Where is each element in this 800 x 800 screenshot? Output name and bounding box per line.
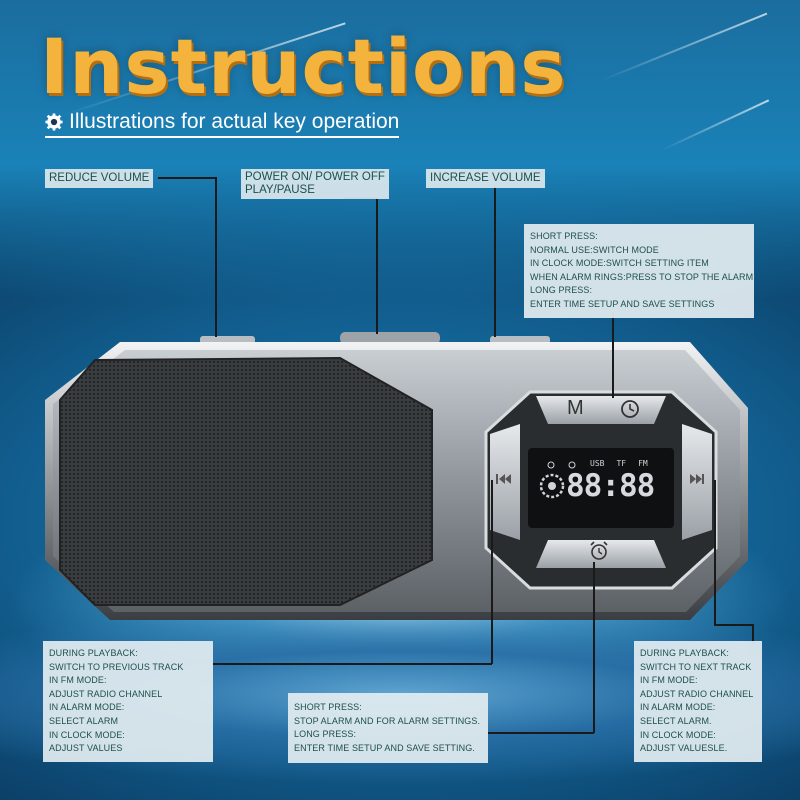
description-line: ENTER TIME SETUP AND SAVE SETTINGS bbox=[530, 298, 715, 309]
display-digits: 88:88 bbox=[566, 468, 655, 504]
power-label: POWER ON/ POWER OFF PLAY/PAUSE bbox=[241, 169, 389, 199]
description-line: DURING PLAYBACK: bbox=[640, 648, 729, 658]
power-label-line2: PLAY/PAUSE bbox=[245, 184, 315, 196]
leader-line bbox=[376, 197, 378, 334]
mode-key-label: M bbox=[567, 397, 584, 419]
description-line: LONG PRESS: bbox=[294, 729, 357, 740]
description-line: STOP ALARM AND FOR ALARM SETTINGS. bbox=[294, 715, 481, 726]
description-line: IN CLOCK MODE:SWITCH SETTING ITEM bbox=[530, 258, 709, 269]
next-track-icon bbox=[690, 474, 704, 484]
description-line: ENTER TIME SETUP AND SAVE SETTING. bbox=[294, 742, 475, 753]
page-subtitle: Illustrations for actual key operation bbox=[45, 110, 400, 138]
reduce-volume-label: REDUCE VOLUME bbox=[45, 169, 154, 188]
previous-track-icon bbox=[496, 474, 511, 484]
leader-line bbox=[593, 562, 595, 733]
alarm-clock-icon bbox=[590, 541, 608, 560]
description-line: SELECT ALARM bbox=[49, 715, 119, 726]
description-line: ADJUST RADIO CHANNEL bbox=[640, 688, 754, 699]
display-small-icons bbox=[547, 461, 576, 469]
power-button[interactable] bbox=[340, 332, 440, 344]
leader-line bbox=[714, 624, 752, 626]
description-line: SHORT PRESS: bbox=[294, 702, 362, 712]
leader-line bbox=[612, 312, 614, 398]
description-line: IN FM MODE: bbox=[640, 675, 698, 686]
alarm-button-description: SHORT PRESS: STOP ALARM AND FOR ALARM SE… bbox=[288, 693, 488, 764]
leader-line bbox=[488, 732, 594, 734]
description-line: IN CLOCK MODE: bbox=[49, 729, 125, 740]
description-line: SELECT ALARM. bbox=[640, 715, 712, 726]
description-line: IN ALARM MODE: bbox=[49, 702, 125, 713]
description-line: ADJUST VALUES bbox=[49, 743, 123, 754]
description-line: IN CLOCK MODE: bbox=[640, 729, 716, 740]
page-title: Instructions bbox=[40, 22, 567, 111]
clock-icon bbox=[621, 400, 639, 418]
description-line: NORMAL USE:SWITCH MODE bbox=[530, 244, 659, 255]
mode-button-description: SHORT PRESS: NORMAL USE:SWITCH MODE IN C… bbox=[524, 224, 754, 318]
mode-button[interactable] bbox=[536, 396, 666, 424]
description-line: IN ALARM MODE: bbox=[640, 702, 716, 713]
leader-line bbox=[491, 480, 493, 664]
description-line: WHEN ALARM RINGS:PRESS TO STOP THE ALARM bbox=[530, 271, 754, 282]
increase-volume-label: INCREASE VOLUME bbox=[426, 169, 545, 188]
leader-line bbox=[158, 177, 216, 179]
description-line: IN FM MODE: bbox=[49, 675, 107, 686]
lcd-display bbox=[528, 448, 674, 528]
display-segment-ring bbox=[539, 473, 565, 499]
description-line: DURING PLAYBACK: bbox=[49, 648, 138, 658]
description-line: SWITCH TO PREVIOUS TRACK bbox=[49, 661, 184, 672]
previous-button-description: DURING PLAYBACK: SWITCH TO PREVIOUS TRAC… bbox=[43, 641, 213, 762]
leader-line bbox=[215, 177, 217, 337]
description-line: SHORT PRESS: bbox=[530, 231, 598, 241]
usb-indicator: USB bbox=[590, 459, 605, 468]
leader-line bbox=[752, 624, 754, 644]
gear-icon bbox=[45, 113, 63, 131]
leader-line bbox=[494, 186, 496, 337]
next-button-description: DURING PLAYBACK: SWITCH TO NEXT TRACK IN… bbox=[634, 641, 762, 762]
leader-line bbox=[714, 480, 716, 625]
leader-line bbox=[212, 663, 492, 665]
description-line: ADJUST RADIO CHANNEL bbox=[49, 688, 163, 699]
display-indicators: USB TF FM bbox=[590, 459, 648, 468]
description-line: LONG PRESS: bbox=[530, 285, 593, 296]
subtitle-text: Illustrations for actual key operation bbox=[69, 110, 400, 133]
fm-indicator: FM bbox=[638, 459, 648, 468]
description-line: ADJUST VALUESLE. bbox=[640, 743, 728, 754]
description-line: SWITCH TO NEXT TRACK bbox=[640, 661, 752, 672]
power-label-line1: POWER ON/ POWER OFF bbox=[245, 171, 385, 183]
tf-indicator: TF bbox=[616, 459, 627, 468]
